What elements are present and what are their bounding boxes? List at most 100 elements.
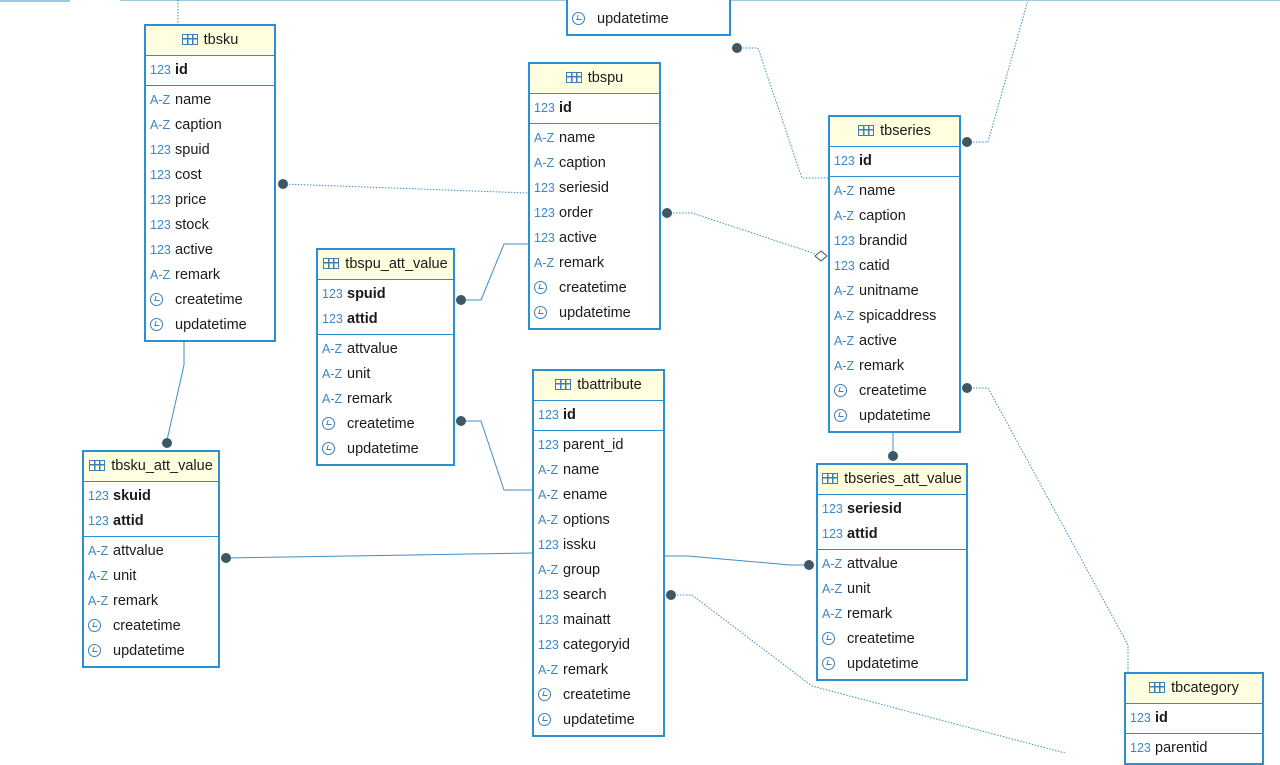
entity-header[interactable]: tbsku_att_value <box>84 452 218 482</box>
column-row[interactable]: updatetime <box>818 652 966 677</box>
entity-header[interactable]: tbseries_att_value <box>818 465 966 495</box>
column-row[interactable]: updatetime <box>830 404 959 429</box>
entity-header[interactable]: tbsku <box>146 26 274 56</box>
column-name: remark <box>347 391 393 407</box>
column-row[interactable]: createtime <box>818 627 966 652</box>
entity-header[interactable]: tbspu <box>530 64 659 94</box>
column-name: mainatt <box>563 612 611 628</box>
relationship-endpoint <box>221 553 231 563</box>
column-name: parentid <box>1155 740 1208 756</box>
entity-title: tbsku_att_value <box>111 458 213 474</box>
column-row[interactable]: updatetime <box>530 301 659 326</box>
column-row[interactable]: createtime <box>84 614 218 639</box>
column-row[interactable]: updatetime <box>318 437 453 462</box>
column-row[interactable]: createtime <box>530 276 659 301</box>
column-row[interactable]: updatetime <box>146 313 274 338</box>
entity-header[interactable]: tbcategory <box>1126 674 1262 704</box>
entity-header[interactable]: tbspu_att_value <box>318 250 453 280</box>
column-name: attid <box>347 311 378 327</box>
column-row[interactable]: updatetime <box>534 708 663 733</box>
datetime-type-icon <box>534 276 555 301</box>
column-row[interactable]: createtime <box>318 412 453 437</box>
column-row[interactable]: createtime <box>534 683 663 708</box>
column-row[interactable]: createtime <box>146 288 274 313</box>
column-name: updatetime <box>113 643 185 659</box>
column-row[interactable]: createtime <box>830 379 959 404</box>
entity-header[interactable]: tbseries <box>830 117 959 147</box>
datetime-type-icon <box>150 288 171 313</box>
text-type-icon: A-Z <box>538 563 559 577</box>
column-row[interactable]: updatetime <box>568 7 729 32</box>
column-name: attid <box>113 513 144 529</box>
column-row[interactable]: createtime <box>568 0 729 7</box>
text-type-icon: A-Z <box>534 131 555 145</box>
datetime-type-icon <box>822 652 843 677</box>
entity-header[interactable]: tbattribute <box>534 371 663 401</box>
column-row[interactable]: updatetime <box>84 639 218 664</box>
